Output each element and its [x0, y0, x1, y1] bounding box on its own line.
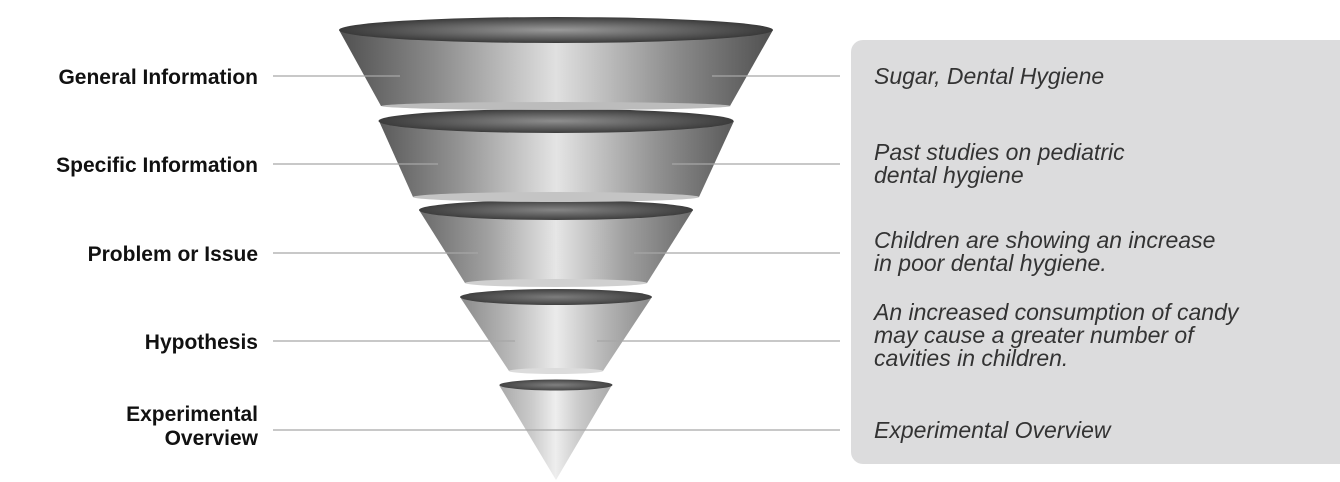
stage-label-hypothesis: Hypothesis	[145, 331, 258, 354]
description-panel	[851, 40, 1340, 464]
funnel-segment-2	[378, 109, 734, 202]
funnel-segment-3	[419, 200, 693, 287]
funnel-segment-4	[460, 289, 652, 374]
stage-description-1: Sugar, Dental Hygiene	[874, 63, 1104, 89]
funnel-segment-1	[339, 17, 773, 110]
stage-description-5: Experimental Overview	[874, 417, 1112, 443]
funnel-segment-5	[499, 379, 613, 480]
stage-label-general: General Information	[58, 66, 258, 89]
stage-label-problem: Problem or Issue	[88, 243, 258, 266]
stage-label-specific: Specific Information	[56, 154, 258, 177]
